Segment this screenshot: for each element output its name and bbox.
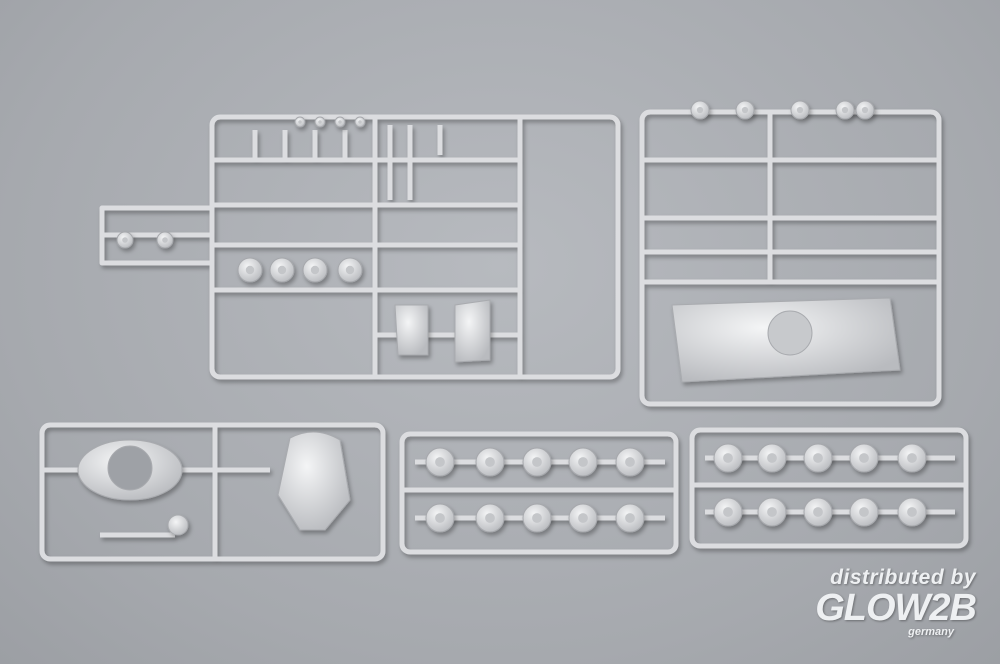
wheel-hub (625, 457, 635, 467)
wheel-hub (162, 237, 168, 243)
logo-distributed-by: distributed by (830, 566, 976, 589)
wheel-hub (338, 120, 342, 124)
wheel-hub (723, 507, 733, 517)
wheel-hub (741, 106, 749, 114)
wheel-hub (310, 265, 320, 275)
sprue-b (639, 109, 942, 407)
wheel-hub (277, 265, 287, 275)
wheel-hub (859, 453, 869, 463)
wheel-hub (813, 507, 823, 517)
wheel-hub (245, 265, 255, 275)
wheel-hub (435, 513, 445, 523)
wheel-hub (767, 507, 777, 517)
sprue-c (39, 422, 386, 562)
turret-ring (767, 310, 813, 356)
wheel-hub (696, 106, 704, 114)
wheel-hub (861, 106, 869, 114)
wheel-hub (298, 120, 302, 124)
wheel-hub (907, 453, 917, 463)
hull-panel-2 (454, 299, 491, 363)
logo-brand: GLOW2B (815, 587, 977, 629)
wheel-hub (578, 513, 588, 523)
wheel-hub (859, 507, 869, 517)
wheel-hub (345, 265, 355, 275)
wheel-hub (532, 457, 542, 467)
wheel-hub (907, 507, 917, 517)
wheel-hub (318, 120, 322, 124)
idler-part (167, 514, 189, 536)
wheel-hub (767, 453, 777, 463)
hull-panel (394, 304, 429, 356)
wheel-hub (532, 513, 542, 523)
wheel-hub (122, 237, 128, 243)
wheel-hub (796, 106, 804, 114)
distributor-logo: distributed by GLOW2B germany (815, 566, 977, 638)
wheel-hub (723, 453, 733, 463)
sprue-a (99, 114, 621, 380)
wheel-hub (578, 457, 588, 467)
wheel-hub (358, 120, 362, 124)
wheel-hub (625, 513, 635, 523)
wheel-hub (813, 453, 823, 463)
turret-part (277, 431, 351, 531)
wheel-hub (485, 457, 495, 467)
wheel-hub (841, 106, 849, 114)
wheel-hub (485, 513, 495, 523)
wheel-hub (435, 457, 445, 467)
logo-country: germany (908, 626, 954, 638)
